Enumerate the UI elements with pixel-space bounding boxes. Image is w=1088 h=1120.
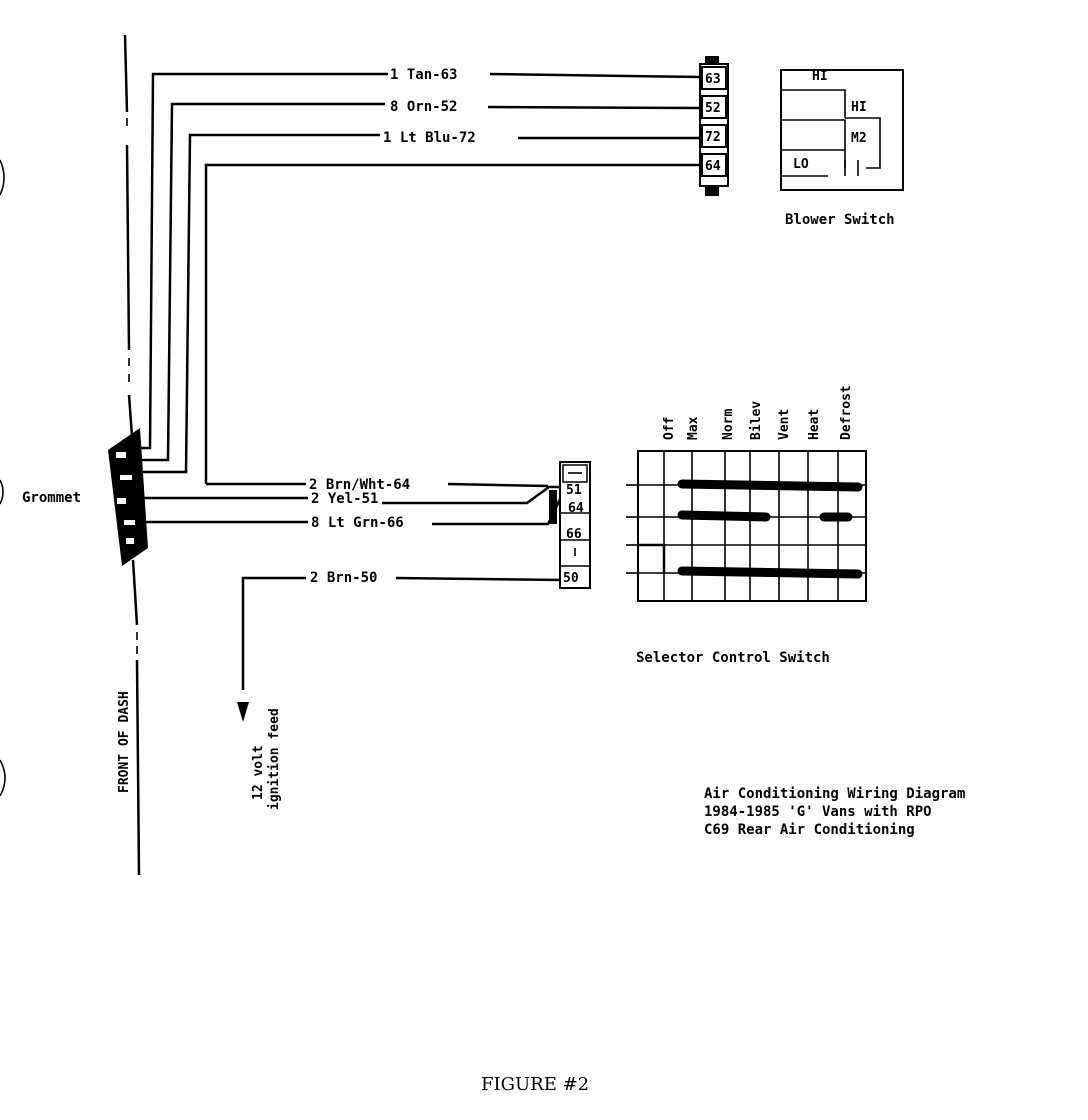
wire-label-brn-50: 2 Brn-50 (310, 570, 377, 586)
blower-switch: HI HI M2 LO (780, 69, 904, 191)
blower-pin-63: 63 (705, 72, 721, 87)
mode-max: Max (686, 416, 701, 440)
selector-grid (626, 450, 867, 602)
blower-position-lo: LO (793, 157, 809, 172)
wire-orn-52 (142, 102, 701, 462)
selector-pin-64: 64 (568, 501, 584, 516)
wire-label-yel-51: 2 Yel-51 (311, 491, 378, 507)
figure-label: FIGURE #2 (481, 1074, 589, 1095)
ignition-feed-arrow (237, 702, 249, 722)
wire-label-tan-63: 1 Tan-63 (390, 67, 457, 83)
wire-yel-51 (140, 485, 565, 505)
blower-switch-title: Blower Switch (785, 212, 895, 228)
mode-vent: Vent (777, 409, 792, 440)
wire-label-ltblu-72: 1 Lt Blu-72 (383, 130, 476, 146)
wire-tan-63 (140, 72, 701, 450)
caption-line-1: Air Conditioning Wiring Diagram (704, 786, 965, 802)
ignition-label-line1: 12 volt (251, 745, 266, 800)
edge-mark-top (0, 159, 5, 196)
wire-brn-wht-64 (204, 163, 700, 488)
blower-position-m2: M2 (851, 131, 867, 146)
blower-pin-72: 72 (705, 130, 721, 145)
selector-pin-50: 50 (563, 571, 579, 586)
wire-brn-50 (241, 576, 563, 690)
blower-pin-52: 52 (705, 101, 721, 116)
mode-defrost: Defrost (839, 385, 854, 440)
wire-ltblu-72 (143, 133, 700, 474)
wire-label-ltgrn-66: 8 Lt Grn-66 (311, 515, 404, 531)
edge-mark-bottom (0, 759, 6, 797)
grommet-label: Grommet (22, 490, 81, 506)
blower-position-hi-top: HI (812, 69, 828, 84)
selector-switch-title: Selector Control Switch (636, 650, 830, 666)
selector-pin-66: 66 (566, 527, 582, 542)
blower-pin-64: 64 (705, 159, 721, 174)
mode-off: Off (662, 417, 677, 440)
wire-ltgrn-66 (140, 494, 564, 526)
selector-connector: 51 64 66 50 (549, 461, 591, 589)
blower-position-hi: HI (851, 100, 867, 115)
selector-pin-51: 51 (566, 483, 582, 498)
caption-line-3: C69 Rear Air Conditioning (704, 822, 915, 838)
dash-label: FRONT OF DASH (117, 691, 132, 793)
wire-label-brn-wht-64: 2 Brn/Wht-64 (309, 477, 410, 493)
edge-mark-middle (0, 479, 4, 505)
mode-bilev: Bilev (749, 401, 764, 440)
dash-line (123, 34, 141, 876)
mode-heat: Heat (807, 409, 822, 440)
mode-norm: Norm (721, 409, 736, 440)
grommet (108, 428, 148, 566)
blower-connector: 63 52 72 64 (699, 56, 729, 196)
caption-line-2: 1984-1985 'G' Vans with RPO (704, 804, 932, 820)
ignition-label-line2: ignition feed (267, 708, 282, 810)
wire-label-orn-52: 8 Orn-52 (390, 99, 457, 115)
